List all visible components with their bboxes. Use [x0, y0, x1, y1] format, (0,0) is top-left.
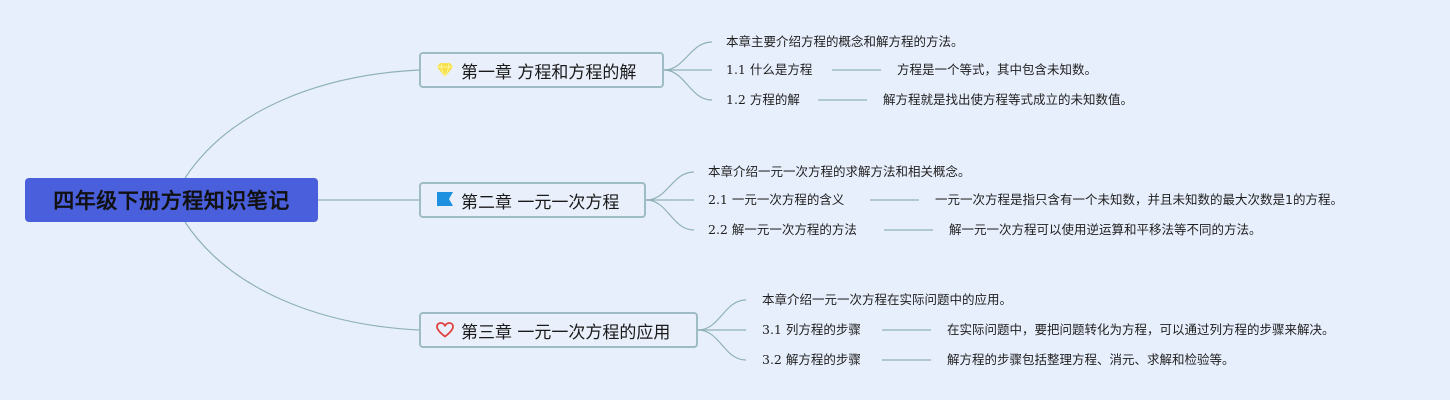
- section-1-2-title[interactable]: 1.2 方程的解: [726, 92, 800, 107]
- chapter-3-title: 第三章 一元一次方程的应用: [461, 322, 671, 343]
- section-2-1-title[interactable]: 2.1 一元一次方程的含义: [708, 192, 845, 207]
- heart-icon: [435, 320, 455, 340]
- root-title: 四年级下册方程知识笔记: [53, 189, 290, 213]
- connector-ch2-sec2: [645, 199, 695, 231]
- chapter-2-title: 第二章 一元一次方程: [461, 192, 620, 213]
- chapter-2-summary[interactable]: 本章介绍一元一次方程的求解方法和相关概念。: [708, 164, 971, 179]
- chapter-1-summary[interactable]: 本章主要介绍方程的概念和解方程的方法。: [726, 34, 964, 49]
- section-3-1-title[interactable]: 3.1 列方程的步骤: [762, 322, 861, 337]
- chapter-3-topic[interactable]: 第三章 一元一次方程的应用: [419, 312, 698, 348]
- flag-icon: [435, 190, 455, 210]
- gem-icon: [435, 60, 455, 80]
- connector-root-chapter-3: [184, 221, 420, 331]
- section-2-2-title[interactable]: 2.2 解一元一次方程的方法: [708, 222, 857, 237]
- connector-ch1-sec2: [663, 69, 713, 101]
- connector-ch3-sec2: [697, 329, 747, 361]
- connector-ch3-summary: [697, 299, 747, 331]
- section-3-2-detail[interactable]: 解方程的步骤包括整理方程、消元、求解和检验等。: [947, 352, 1235, 367]
- chapter-2-topic[interactable]: 第二章 一元一次方程: [419, 182, 646, 218]
- connector-ch1-summary: [663, 41, 713, 71]
- section-2-1-detail[interactable]: 一元一次方程是指只含有一个未知数，并且未知数的最大次数是1的方程。: [935, 192, 1343, 207]
- chapter-1-title: 第一章 方程和方程的解: [461, 62, 637, 83]
- section-1-1-title[interactable]: 1.1 什么是方程: [726, 62, 813, 77]
- section-3-2-title[interactable]: 3.2 解方程的步骤: [762, 352, 861, 367]
- section-1-1-detail[interactable]: 方程是一个等式，其中包含未知数。: [897, 62, 1098, 77]
- root-topic[interactable]: 四年级下册方程知识笔记: [25, 178, 318, 222]
- chapter-1-topic[interactable]: 第一章 方程和方程的解: [419, 52, 664, 88]
- connector-ch2-summary: [645, 171, 695, 201]
- section-2-2-detail[interactable]: 解一元一次方程可以使用逆运算和平移法等不同的方法。: [949, 222, 1262, 237]
- connector-root-chapter-1: [184, 69, 420, 179]
- section-1-2-detail[interactable]: 解方程就是找出使方程等式成立的未知数值。: [883, 92, 1134, 107]
- chapter-3-summary[interactable]: 本章介绍一元一次方程在实际问题中的应用。: [762, 292, 1013, 307]
- section-3-1-detail[interactable]: 在实际问题中，要把问题转化为方程，可以通过列方程的步骤来解决。: [947, 322, 1335, 337]
